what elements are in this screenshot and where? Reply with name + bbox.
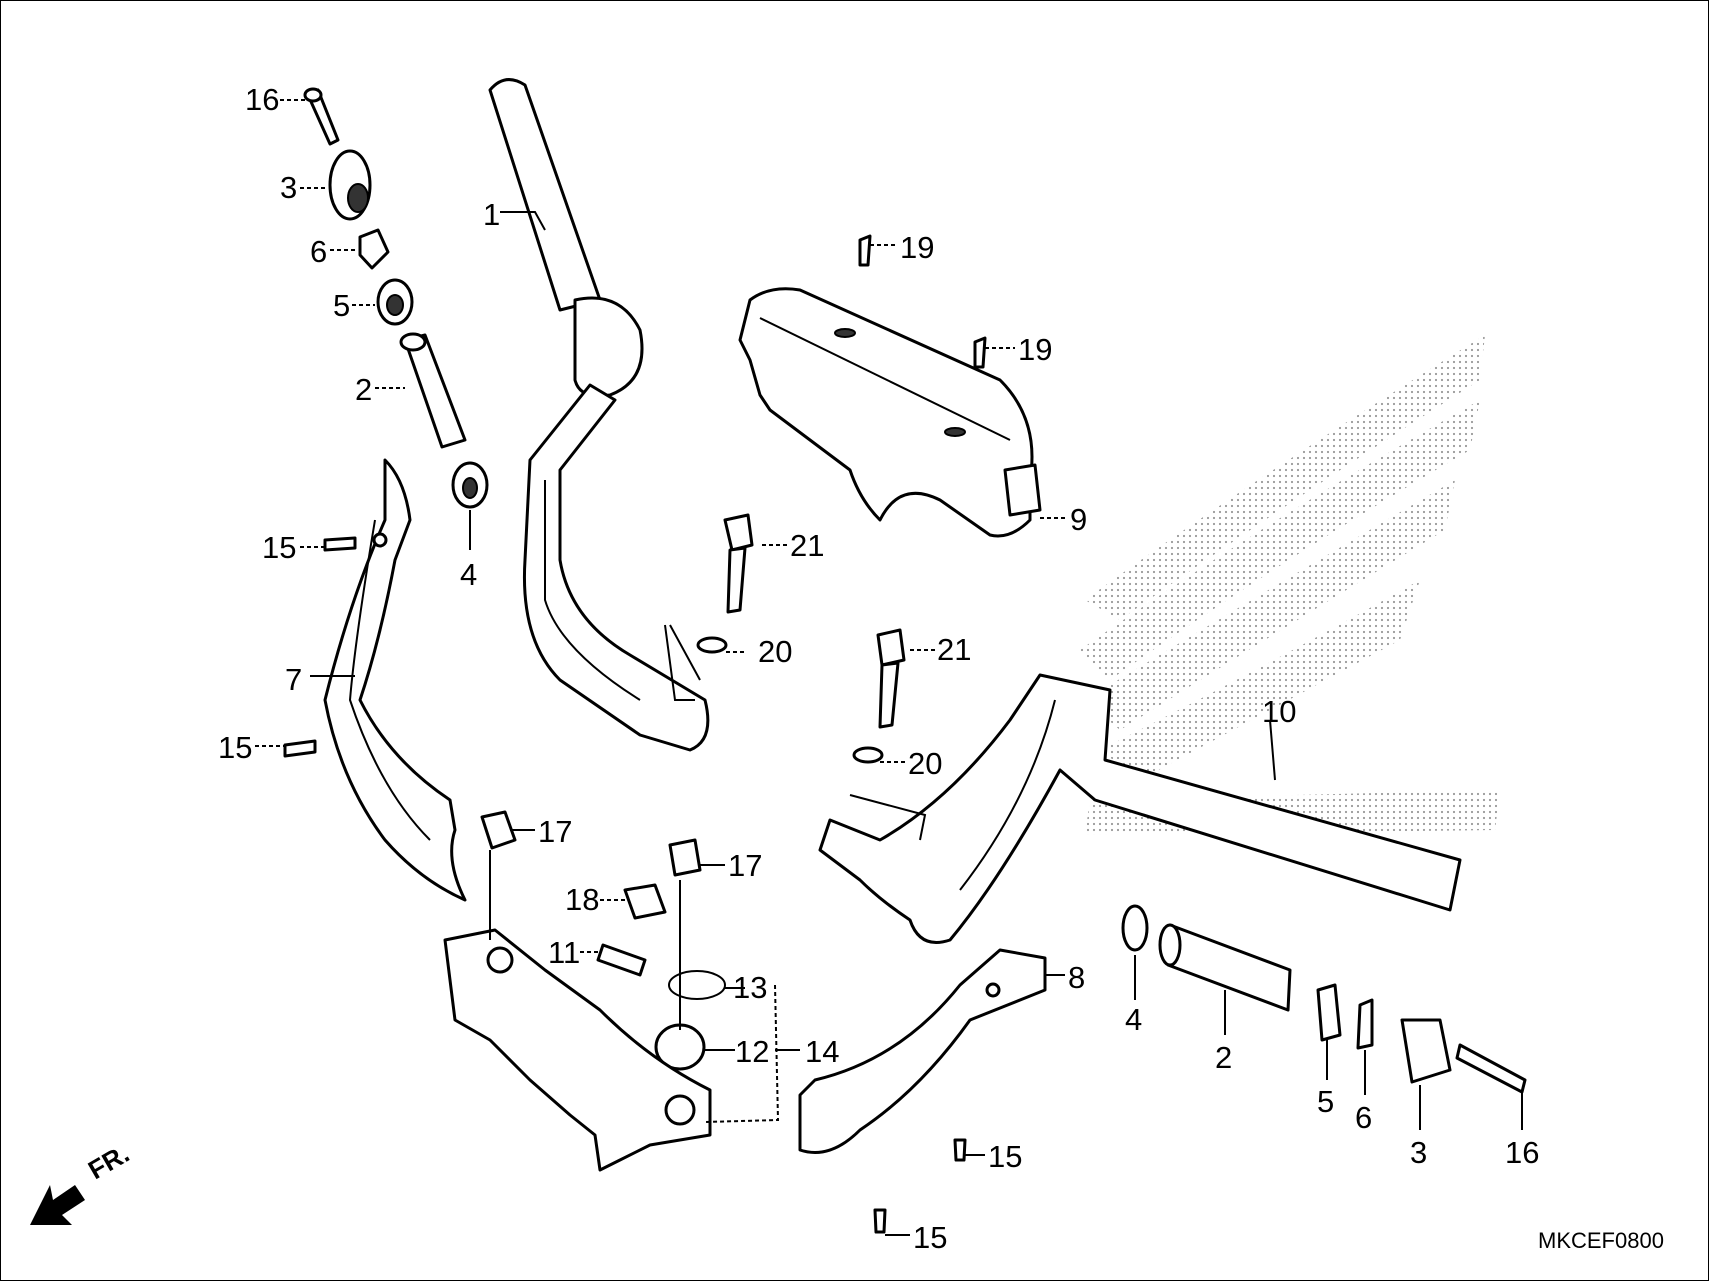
- callout-14: 14: [805, 1034, 839, 1069]
- left-handlebar: [488, 78, 710, 752]
- callout-8: 8: [1068, 960, 1085, 995]
- callout-12: 12: [735, 1034, 769, 1069]
- callout-15: 15: [988, 1139, 1022, 1174]
- callout-20: 20: [758, 634, 792, 669]
- callout-16: 16: [245, 82, 279, 117]
- callout-11: 11: [548, 935, 580, 970]
- callout-2: 2: [1215, 1040, 1232, 1075]
- left-bolts: [696, 513, 754, 654]
- callout-13: 13: [733, 970, 767, 1005]
- callout-18: 18: [565, 882, 599, 917]
- left-cover: [323, 458, 467, 902]
- right-bolts: [852, 628, 906, 764]
- left-screws: [283, 536, 357, 758]
- top-cover: [738, 287, 1042, 538]
- left-end-parts: [303, 87, 489, 509]
- callout-4: 4: [1125, 1002, 1142, 1037]
- callout-21: 21: [790, 528, 824, 563]
- diagram-code: MKCEF0800: [1538, 1228, 1664, 1253]
- callout-6: 6: [1355, 1100, 1372, 1135]
- callout-19: 19: [900, 230, 934, 265]
- center-small-parts: [480, 810, 726, 1071]
- front-direction-arrow: FR.: [30, 1138, 134, 1225]
- callout-6: 6: [310, 234, 327, 269]
- right-screws: [873, 1138, 967, 1234]
- callout-15: 15: [262, 530, 296, 565]
- leader-lines: [255, 99, 1523, 1236]
- honda-wing-watermark: [1080, 335, 1500, 835]
- callout-17: 17: [728, 848, 762, 883]
- callout-1: 1: [483, 197, 500, 232]
- callout-4: 4: [460, 557, 477, 592]
- callout-2: 2: [355, 372, 372, 407]
- callout-7: 7: [285, 662, 302, 697]
- callout-3: 3: [1410, 1135, 1427, 1170]
- front-direction-label: FR.: [83, 1138, 134, 1185]
- callout-3: 3: [280, 170, 297, 205]
- callout-9: 9: [1070, 502, 1087, 537]
- callout-10: 10: [1262, 694, 1296, 729]
- callout-5: 5: [333, 288, 350, 323]
- right-handlebar: [818, 673, 1462, 944]
- callout-20: 20: [908, 746, 942, 781]
- callout-21: 21: [937, 632, 971, 667]
- callout-15: 15: [218, 730, 252, 765]
- right-cover: [798, 948, 1047, 1154]
- callout-16: 16: [1505, 1135, 1539, 1170]
- callout-labels: 16 3 6 5 2 4 1 15 7 15 21 20 19 19 9 21 …: [218, 82, 1539, 1255]
- right-end-parts: [1121, 904, 1527, 1094]
- top-screws: [858, 234, 987, 369]
- callout-15: 15: [913, 1220, 947, 1255]
- callout-17: 17: [538, 814, 572, 849]
- callout-5: 5: [1317, 1084, 1334, 1119]
- callout-19: 19: [1018, 332, 1052, 367]
- lower-holder: [443, 928, 712, 1172]
